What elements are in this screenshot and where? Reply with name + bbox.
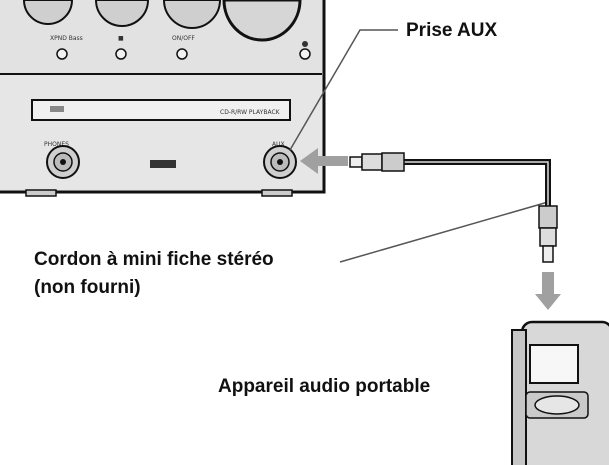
xpnd-bass-button[interactable] — [56, 48, 68, 60]
portable-screen — [529, 344, 579, 384]
portable-device-label: Appareil audio portable — [218, 376, 430, 397]
knob-3[interactable] — [162, 0, 222, 29]
cable-label-line2: (non fourni) — [34, 277, 141, 298]
indicator-dot — [302, 41, 308, 47]
plug-tip-vertical — [542, 245, 554, 263]
insert-arrow — [300, 148, 348, 174]
down-arrow — [535, 272, 561, 310]
tray-marking: CD-R/RW PLAYBACK — [220, 109, 281, 116]
stop-button[interactable] — [115, 48, 127, 60]
stereo-unit: XPND Bass ■ ON/OFF CD-R/RW PLAYBACK PHON… — [0, 0, 326, 197]
tray-logo — [50, 106, 64, 112]
eject-button[interactable] — [299, 48, 311, 60]
brand-logo — [150, 160, 176, 168]
stereo-mini-cable — [349, 152, 558, 263]
portable-side — [511, 329, 527, 465]
cable-label-line1: Cordon à mini fiche stéréo — [34, 249, 274, 270]
btn3-marking: ON/OFF — [172, 35, 195, 42]
volume-knob[interactable] — [222, 0, 302, 42]
cd-tray[interactable] — [31, 99, 291, 121]
plug-body-vertical — [538, 205, 558, 229]
portable-audio-device — [511, 320, 609, 465]
btn2-marking: ■ — [118, 35, 124, 42]
cable-wire — [404, 159, 551, 208]
portable-control-wheel[interactable] — [534, 395, 580, 415]
cable-leader-line — [339, 201, 549, 263]
foot-right — [261, 189, 293, 197]
aux-jack-label: Prise AUX — [406, 20, 497, 41]
phones-marking: PHONES — [44, 141, 69, 148]
plug-body-horizontal — [381, 152, 405, 172]
on-off-button[interactable] — [176, 48, 188, 60]
knob-1[interactable] — [22, 0, 74, 25]
btn1-marking: XPND Bass — [50, 35, 83, 42]
aux-marking: AUX — [272, 141, 285, 148]
plug-tip-horizontal — [349, 156, 363, 168]
aux-leader-line — [289, 29, 398, 151]
foot-left — [25, 189, 57, 197]
knob-2[interactable] — [94, 0, 150, 27]
